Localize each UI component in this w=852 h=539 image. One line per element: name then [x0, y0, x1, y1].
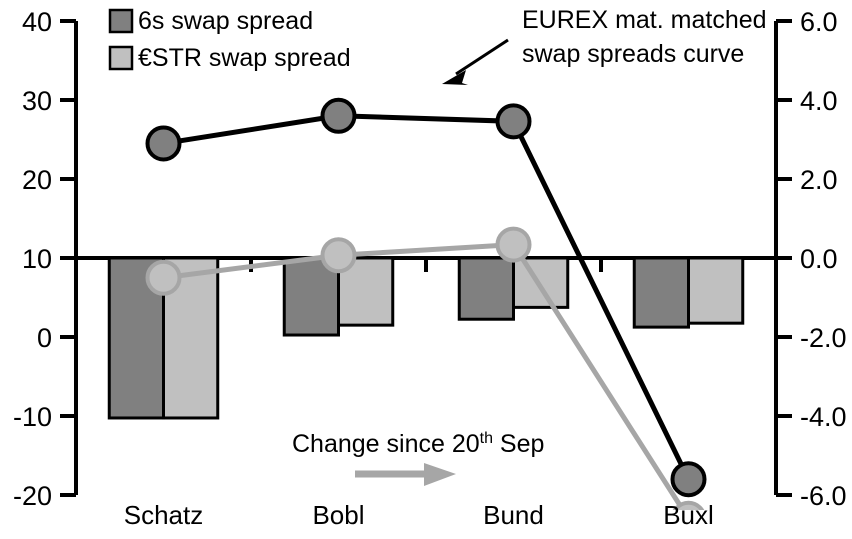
- left-tick-label: -10: [13, 402, 52, 432]
- legend-label-estr: €STR swap spread: [138, 44, 351, 72]
- curve-callout-line2: swap spreads curve: [522, 40, 744, 68]
- curve-callout-annotation: EUREX mat. matched swap spreads curve: [442, 6, 767, 85]
- line-marker: [320, 237, 357, 274]
- bar: [162, 256, 220, 420]
- left-tick-label: 20: [22, 165, 52, 195]
- change-note-suffix: Sep: [493, 430, 544, 458]
- legend-item-1[interactable]: €STR swap spread: [108, 44, 351, 72]
- line-marker: [670, 461, 707, 498]
- series-eurex-curve-line: [145, 97, 707, 498]
- line-path: [163, 241, 686, 510]
- legend: 6s swap spread €STR swap spread: [108, 7, 351, 72]
- line-marker: [672, 500, 705, 510]
- category-label: Buxl: [663, 500, 714, 530]
- legend-swatch-6s: [108, 8, 134, 34]
- legend-item-0[interactable]: 6s swap spread: [108, 7, 313, 35]
- curve-callout-line1: EUREX mat. matched: [522, 6, 767, 34]
- left-tick-label: 30: [22, 86, 52, 116]
- bar: [632, 256, 690, 329]
- line-marker: [495, 103, 532, 140]
- line-marker: [145, 259, 182, 296]
- category-label: Bobl: [312, 500, 364, 530]
- line-marker: [145, 125, 182, 162]
- callout-arrow-shaft: [455, 38, 509, 76]
- callout-arrow-head: [442, 70, 468, 85]
- right-tick-label: 0.0: [800, 244, 838, 274]
- right-tick-label: 2.0: [800, 165, 838, 195]
- bar: [282, 256, 340, 337]
- change-note-superscript: th: [480, 430, 493, 447]
- right-tick-label: -6.0: [800, 481, 847, 511]
- right-tick-label: -2.0: [800, 323, 847, 353]
- bar: [687, 256, 745, 325]
- left-tick-label: 40: [22, 7, 52, 37]
- line-path: [163, 113, 691, 481]
- legend-label-6s: 6s swap spread: [138, 7, 313, 35]
- bar: [457, 256, 515, 321]
- series-change-since-line: [145, 226, 705, 510]
- bars-layer: [107, 256, 745, 420]
- left-axis: 40 30 20 10 0 -10 -20: [13, 7, 78, 511]
- left-tick-label: 0: [37, 323, 52, 353]
- right-tick-label: -4.0: [800, 402, 847, 432]
- change-note-text: Change since 20th Sep: [292, 430, 544, 458]
- line-marker: [320, 97, 357, 134]
- change-note-prefix: Change since 20: [292, 430, 480, 458]
- category-label: Bund: [483, 500, 544, 530]
- left-tick-label: 10: [22, 244, 52, 274]
- legend-swatch-estr: [108, 45, 134, 71]
- right-tick-label: 6.0: [800, 7, 838, 37]
- right-tick-label: 4.0: [800, 86, 838, 116]
- change-since-annotation: Change since 20th Sep: [292, 430, 544, 486]
- left-tick-label: -20: [13, 481, 52, 511]
- category-label: Schatz: [124, 500, 204, 530]
- category-axis-labels: Schatz Bobl Bund Buxl: [124, 500, 714, 530]
- change-note-arrow-head: [424, 463, 456, 486]
- line-marker: [495, 226, 532, 263]
